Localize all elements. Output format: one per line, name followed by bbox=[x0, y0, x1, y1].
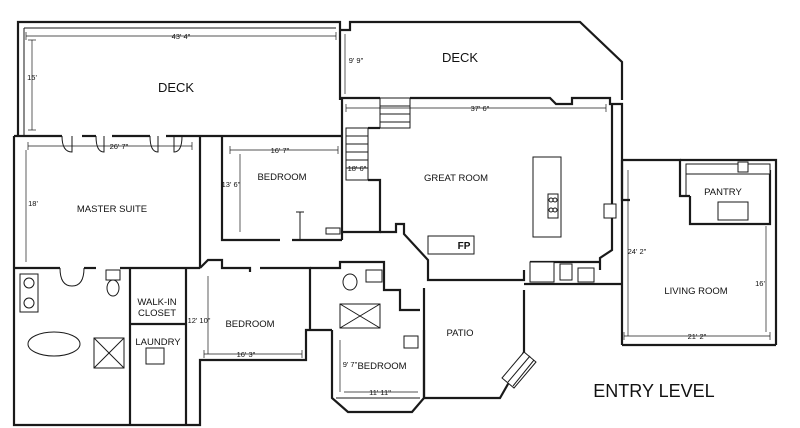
living-room bbox=[622, 170, 776, 347]
deck-width-dim: 43' 4" bbox=[172, 32, 191, 41]
bedroom-lower-label: BEDROOM bbox=[225, 319, 274, 330]
deck-right-label: DECK bbox=[442, 50, 478, 65]
bath-closet-laundry bbox=[19, 267, 188, 425]
bedroom-upper-label: BEDROOM bbox=[257, 172, 306, 183]
deck-right-depth-dim: 9' 9" bbox=[349, 56, 364, 65]
master-suite bbox=[14, 136, 202, 270]
patio-label: PATIO bbox=[446, 328, 473, 339]
bedroom-small-width-dim: 11' 11" bbox=[369, 388, 391, 397]
patio bbox=[422, 288, 537, 400]
master-suite-label: MASTER SUITE bbox=[77, 204, 147, 215]
great-room-label: GREAT ROOM bbox=[424, 173, 488, 184]
laundry-label: LAUNDRY bbox=[135, 337, 181, 348]
living-room-label: LIVING ROOM bbox=[664, 286, 727, 297]
bedroom-upper-width-dim: 16' 7" bbox=[271, 146, 290, 155]
master-doors bbox=[61, 135, 183, 153]
bedroom-lower-width-dim: 16' 3" bbox=[237, 350, 256, 359]
pantry bbox=[680, 158, 778, 345]
bedroom-upper bbox=[220, 136, 344, 242]
living-depth-right-dim: 16' bbox=[755, 279, 765, 288]
living-width-dim: 21' 2" bbox=[688, 332, 707, 341]
deck-depth-dim: 15' bbox=[27, 73, 37, 82]
bedroom-small bbox=[310, 260, 426, 414]
master-width-dim: 26' 7" bbox=[110, 142, 129, 151]
fireplace-label: FP bbox=[458, 241, 471, 252]
deck-outline bbox=[16, 20, 624, 136]
stair-dim: 18' 6" bbox=[348, 164, 367, 173]
deck-dimensions bbox=[25, 32, 346, 131]
house-walls bbox=[12, 96, 690, 427]
bedroom-small-depth-dim: 9' 7" bbox=[343, 360, 358, 369]
bedroom-lower bbox=[199, 258, 312, 358]
bedroom-upper-depth-dim: 13' 6" bbox=[222, 180, 241, 189]
bedroom-small-label: BEDROOM bbox=[357, 361, 406, 372]
pantry-label: PANTRY bbox=[704, 187, 742, 198]
walk-in-label: WALK-IN bbox=[137, 297, 176, 308]
plan-title: ENTRY LEVEL bbox=[593, 381, 714, 401]
stairs bbox=[342, 97, 411, 234]
great-room bbox=[345, 104, 622, 286]
deck-left-label: DECK bbox=[158, 80, 194, 95]
great-room-width-dim: 37' 6" bbox=[471, 104, 490, 113]
bedroom-lower-depth-dim: 12' 10" bbox=[188, 316, 211, 325]
closet-label: CLOSET bbox=[138, 308, 176, 319]
living-depth-left-dim: 24' 2" bbox=[628, 247, 647, 256]
master-depth-dim: 18' bbox=[28, 199, 38, 208]
